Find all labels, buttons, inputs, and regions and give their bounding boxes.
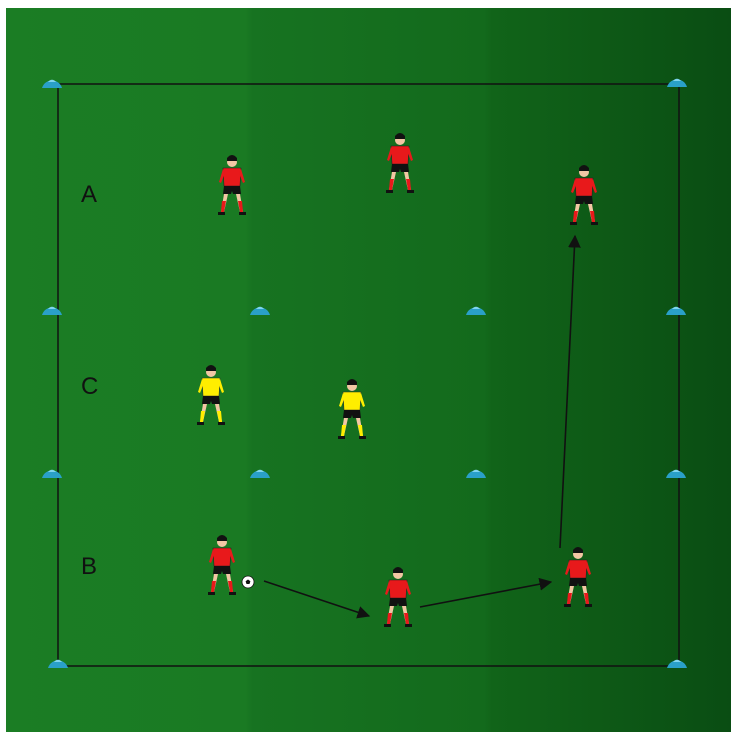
- zone-label-b: B: [81, 553, 98, 580]
- pitch-boundary: [57, 83, 680, 667]
- ball-icon: [241, 575, 255, 589]
- pass-arrow: [263, 580, 371, 619]
- pass-arrow: [559, 234, 581, 549]
- movement-arrows: [263, 234, 581, 619]
- training-pitch: [6, 8, 731, 732]
- zone-label-a: A: [81, 181, 98, 208]
- grass-field: [6, 8, 731, 732]
- zone-label-c: C: [81, 373, 99, 400]
- pass-arrow: [419, 577, 553, 608]
